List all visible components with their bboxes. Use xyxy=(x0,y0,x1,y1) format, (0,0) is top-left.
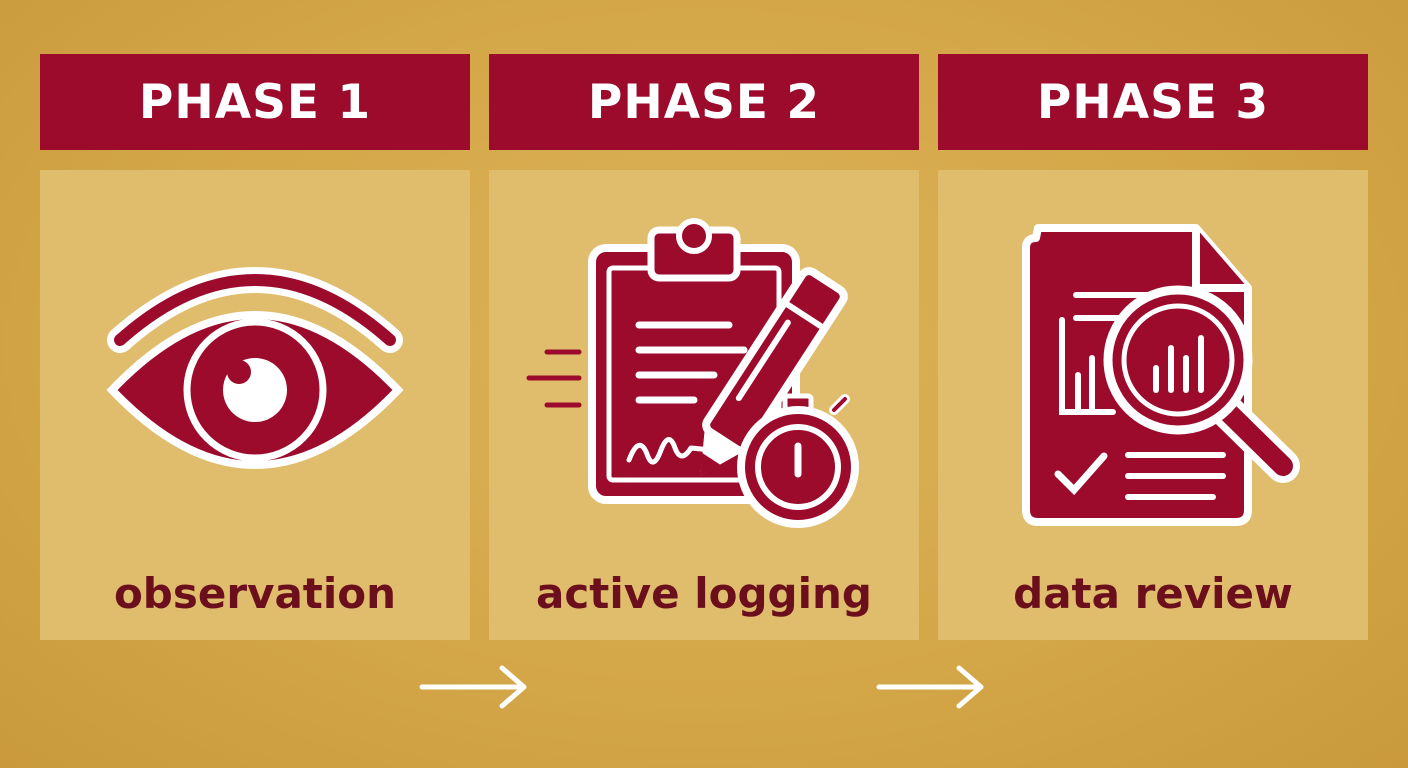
phase-3-label: data review xyxy=(1013,569,1293,618)
phase-2-header: PHASE 2 xyxy=(489,54,919,150)
phase-1-header: PHASE 1 xyxy=(40,54,470,150)
eye-icon xyxy=(106,267,404,469)
phase-3-header: PHASE 3 xyxy=(938,54,1368,150)
phase-3-title: PHASE 3 xyxy=(1036,74,1270,130)
phase-3-body: data review xyxy=(938,170,1368,640)
document-magnifier-icon xyxy=(1022,224,1300,526)
phase-2-label: active logging xyxy=(536,569,872,618)
phase-2-title: PHASE 2 xyxy=(587,74,821,130)
arrow-right-icon xyxy=(419,665,527,709)
phase-1-panel: PHASE 1 observation xyxy=(40,54,470,640)
phase-2-body: active logging xyxy=(489,170,919,640)
phase-3-panel: PHASE 3 xyxy=(938,54,1368,640)
phase-1-title: PHASE 1 xyxy=(138,74,372,130)
phase-1-label: observation xyxy=(113,569,397,618)
phase-2-panel: PHASE 2 xyxy=(489,54,919,640)
arrow-right-icon xyxy=(876,665,984,709)
phase-1-body: observation xyxy=(40,170,470,640)
clipboard-pen-stopwatch-icon xyxy=(526,218,859,528)
